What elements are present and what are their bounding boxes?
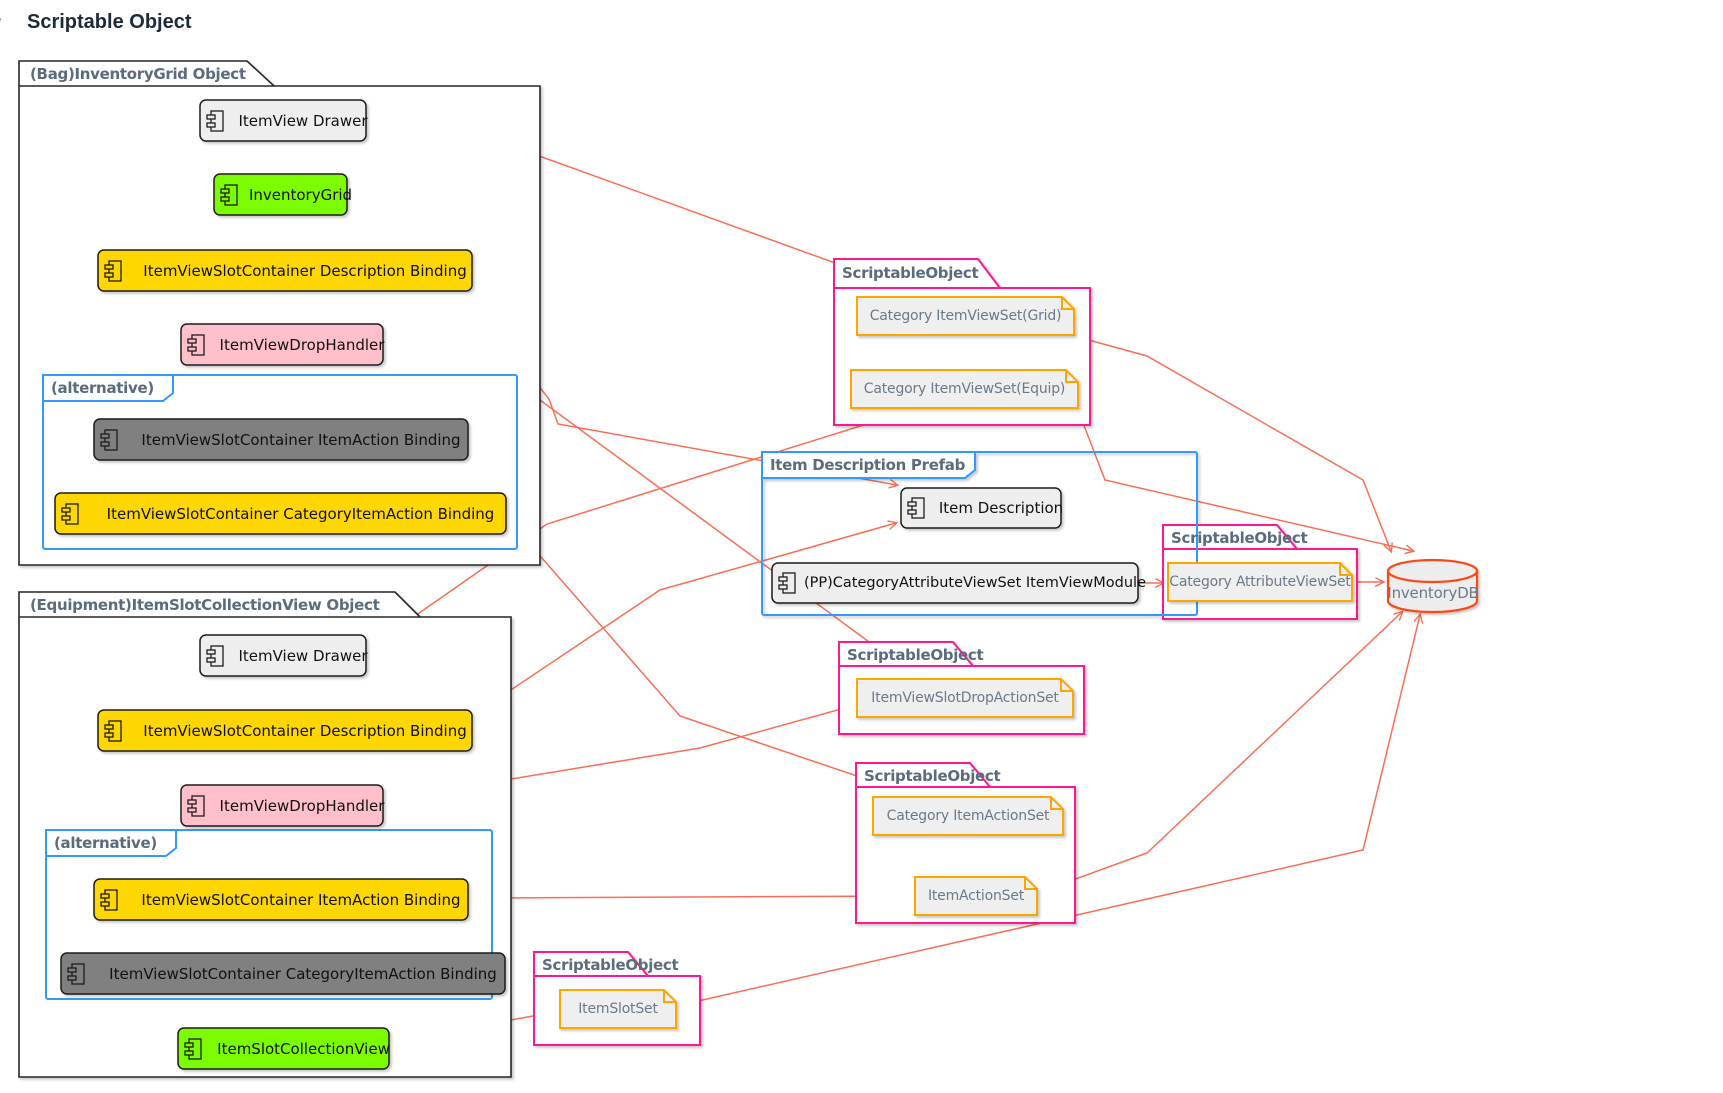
drop-actionset-file [856, 678, 1074, 718]
category-itemactionset-file [872, 796, 1064, 836]
grid-viewset-file [856, 296, 1075, 336]
link-equip-description-to-item-description [471, 523, 896, 717]
link-itemactionset-to-inventorydb [1036, 612, 1402, 894]
prefab-frame-tab [761, 451, 976, 479]
link-equip-drawer-to-equip-viewset [365, 412, 905, 651]
link-equip-itemaction-to-itemactionset [467, 896, 910, 898]
itemactionset-file [914, 876, 1038, 916]
component-nodes [54, 99, 1139, 1070]
bag-description-binding-node [97, 249, 473, 292]
equip-itemview-drawer-node [199, 634, 367, 677]
link-equipviewset-to-inventorydb [1077, 409, 1413, 551]
bag-itemaction-binding-node [93, 418, 469, 461]
itemslotset-file [559, 989, 677, 1029]
equip-viewset-file [850, 369, 1079, 409]
bag-drophandler-node [180, 323, 384, 366]
bag-itemview-drawer-node [199, 99, 367, 142]
collapse-caret-icon[interactable]: ▾ [0, 14, 2, 29]
equip-alternative-frame [45, 829, 493, 1000]
attribute-viewset-file [1167, 562, 1353, 602]
inventorygrid-node [213, 173, 348, 216]
equip-alternative-tab [45, 829, 177, 857]
inventorydb-cylinder [1386, 558, 1479, 614]
equip-description-binding-node [97, 709, 473, 752]
bag-alternative-frame [42, 374, 518, 550]
link-gridviewset-to-inventorydb [1073, 335, 1391, 551]
equip-itemaction-binding-node [93, 878, 469, 921]
prefab-frame [761, 451, 1198, 616]
link-bag-categoryitemaction-to-categoryitemactionset [505, 516, 910, 794]
bag-alternative-tab [42, 374, 174, 402]
itemslotcollectionview-node [177, 1027, 390, 1070]
link-itemslotset-to-inventorydb [675, 615, 1420, 1007]
file-nodes [559, 296, 1353, 1029]
bag-category-itemaction-binding-node [54, 492, 507, 535]
equip-drophandler-node [180, 784, 384, 827]
equip-category-itemaction-binding-node [60, 952, 506, 995]
pp-module-node [771, 562, 1139, 604]
item-description-node [900, 487, 1062, 529]
